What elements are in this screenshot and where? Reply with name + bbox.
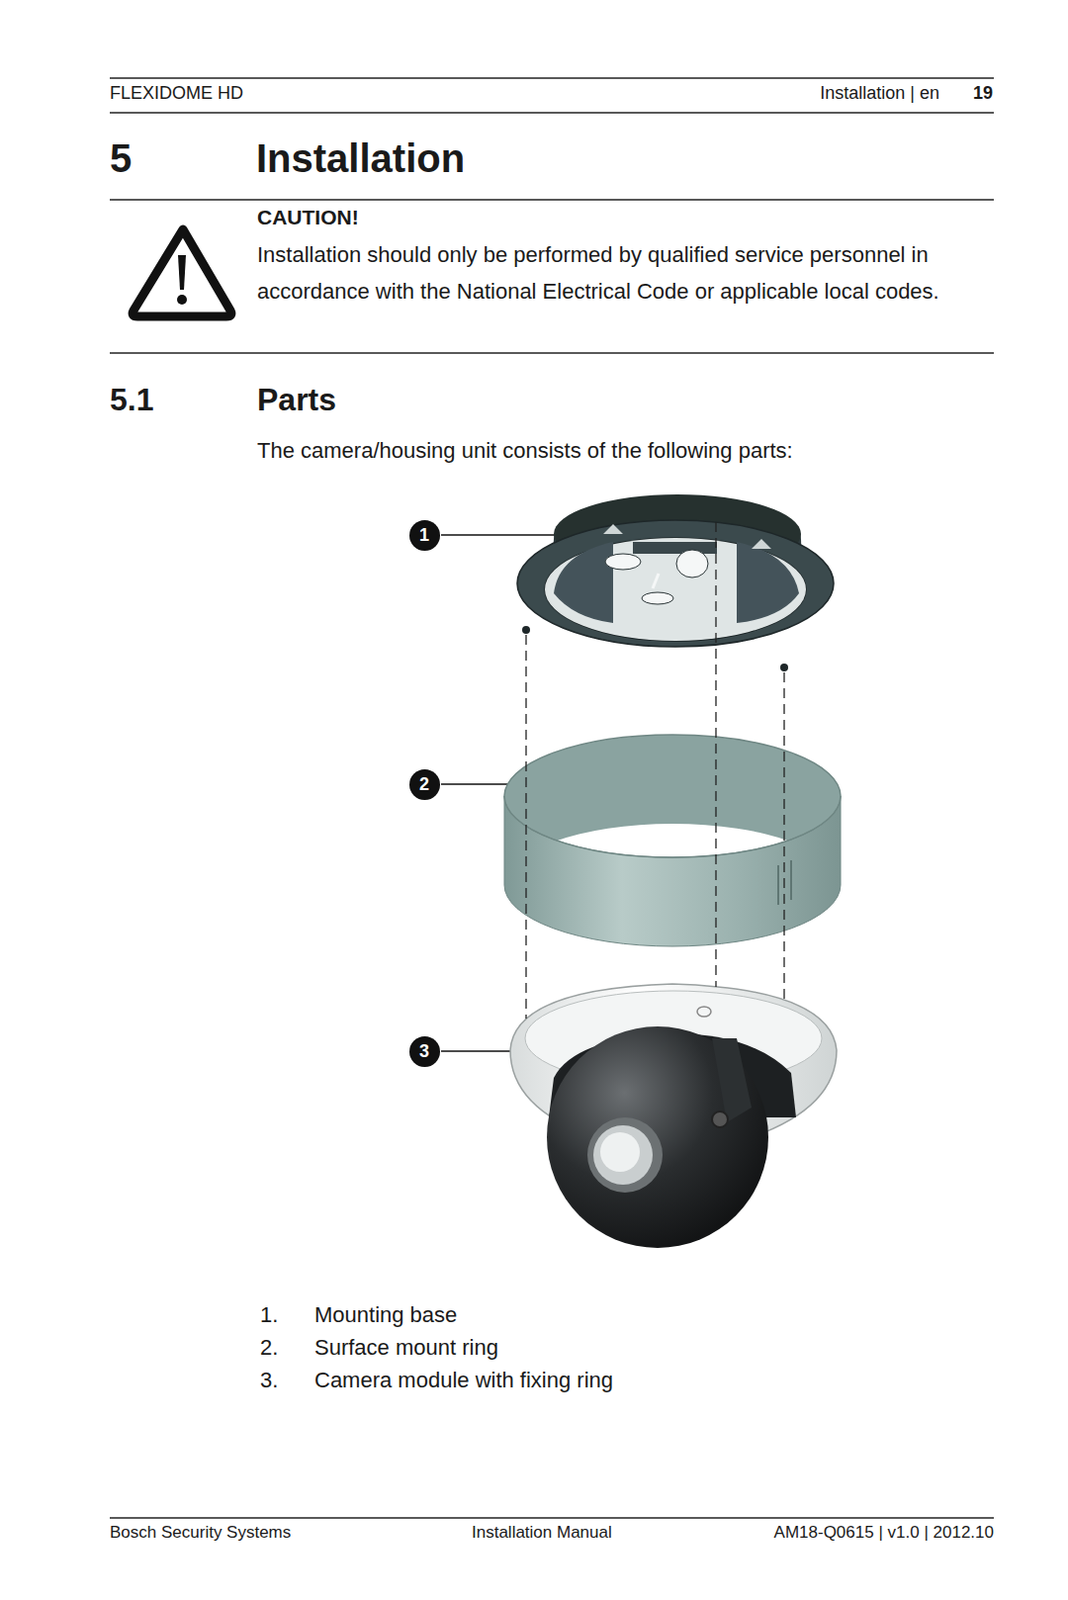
list-number: 3. — [260, 1367, 278, 1394]
chapter-number: 5 — [109, 134, 132, 182]
section-title: Parts — [257, 380, 337, 419]
header-text: Installation | en — [819, 83, 940, 105]
callout-number: 3 — [409, 1036, 441, 1068]
page-number: 19 — [973, 83, 993, 105]
footer-text: Bosch Security Systems — [109, 1522, 291, 1543]
camera-module — [510, 983, 837, 1248]
header-text: FLEXIDOME HD — [109, 83, 244, 105]
part-name: Surface mount ring — [314, 1335, 499, 1361]
list-number: 2. — [260, 1335, 278, 1361]
mounting-base — [517, 494, 834, 672]
section-number: 5.1 — [109, 380, 154, 419]
list-number: 1. — [260, 1302, 278, 1329]
caution-text: Installation should only be performed by… — [257, 236, 960, 310]
warning-symbol — [132, 229, 232, 317]
caution-heading: CAUTION! — [257, 204, 359, 230]
alignment-lines — [526, 522, 785, 1019]
footer-text: AM18-Q0615 | v1.0 | 2012.10 — [774, 1522, 994, 1543]
footer-text: Installation Manual — [471, 1522, 613, 1543]
chapter-title: Installation — [256, 134, 465, 182]
callout-number: 2 — [409, 769, 441, 801]
callout-number: 1 — [409, 520, 441, 551]
part-name: Mounting base — [314, 1302, 457, 1329]
intro-text: The camera/housing unit consists of the … — [257, 438, 794, 464]
surface-mount-ring — [504, 734, 841, 947]
rule-lines — [109, 78, 994, 1518]
part-name: Camera module with fixing ring — [314, 1367, 614, 1394]
